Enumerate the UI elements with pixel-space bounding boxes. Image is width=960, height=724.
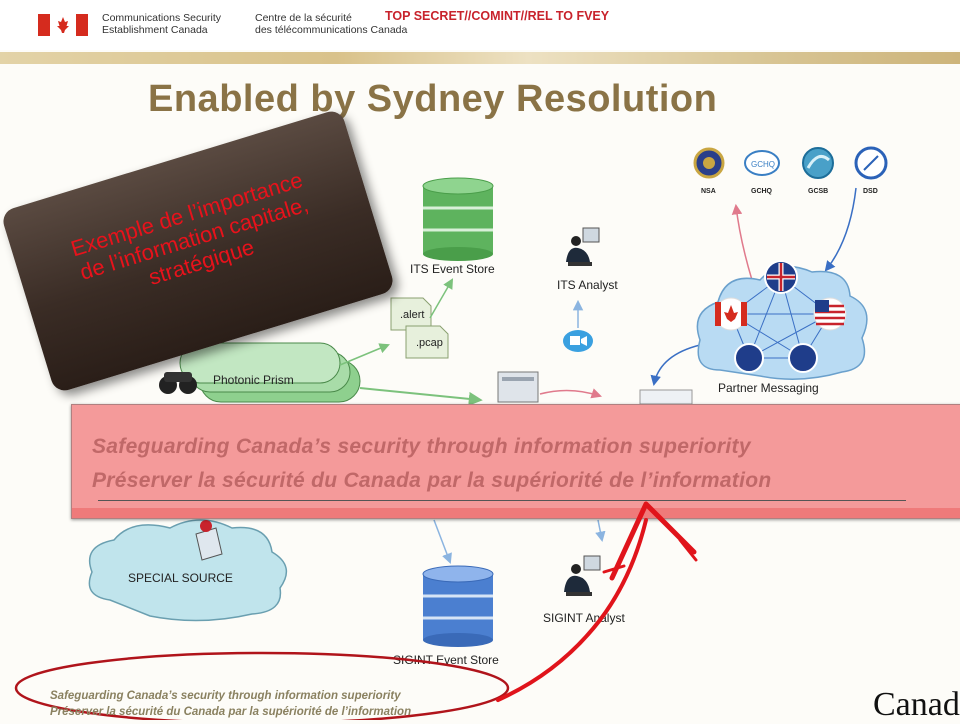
org-name-french: Centre de la sécurité des télécommunicat…: [255, 12, 408, 36]
sigint-analyst-icon: [564, 555, 601, 596]
header-bar: Communications Security Establishment Ca…: [0, 0, 960, 50]
pcap-file-icon: [405, 325, 449, 359]
its-event-store-icon: [422, 177, 494, 261]
video-call-icon: [563, 330, 593, 352]
photonic-prism-icon: [179, 342, 361, 403]
header-rule: [0, 52, 960, 64]
binoculars-icon: [159, 372, 197, 394]
special-source-device-icon: [195, 520, 223, 561]
nsa-seal-icon: [693, 147, 725, 179]
partner-gateway-icon: [639, 389, 693, 405]
slide-title: Enabled by Sydney Resolution: [148, 78, 718, 120]
gcsb-seal-icon: [802, 147, 834, 179]
file-alert-label: .alert: [400, 309, 424, 321]
sigint-event-store-label: SIGINT Event Store: [393, 653, 499, 667]
dsd-seal-icon: [854, 146, 888, 180]
footer-motto-english: Safeguarding Canada’s security through i…: [50, 690, 401, 702]
classification-marking: TOP SECRET//COMINT//REL TO FVEY: [385, 9, 610, 23]
its-analyst-icon: [566, 227, 600, 266]
partner-messaging-cloud: [696, 260, 868, 380]
central-server-icon: [497, 371, 539, 403]
canada-flag-icon: [38, 14, 88, 36]
its-analyst-label: ITS Analyst: [557, 278, 618, 292]
special-source-cloud: [88, 519, 288, 622]
zoomed-motto-banner: Safeguarding Canada’s security through i…: [71, 404, 960, 519]
banner-motto-english: Safeguarding Canada’s security through i…: [92, 435, 751, 458]
agency-nsa-label: NSA: [701, 188, 716, 195]
sigint-analyst-label: SIGINT Analyst: [543, 611, 625, 625]
file-pcap-label: .pcap: [416, 337, 443, 349]
photonic-prism-label: Photonic Prism: [213, 373, 294, 387]
org-name-english: Communications Security Establishment Ca…: [102, 12, 222, 36]
sigint-event-store-icon: [422, 565, 494, 647]
footer-motto-french: Préserver la sécurité du Canada par la s…: [50, 706, 412, 718]
svg-text:GCHQ: GCHQ: [751, 160, 775, 169]
special-source-label: SPECIAL SOURCE: [128, 571, 233, 585]
banner-rule: [98, 500, 906, 501]
banner-motto-french: Préserver la sécurité du Canada par la s…: [92, 469, 772, 492]
agency-dsd-label: DSD: [863, 188, 878, 195]
partner-messaging-label: Partner Messaging: [718, 381, 819, 395]
alert-file-icon: [390, 297, 432, 331]
agency-gcsb-label: GCSB: [808, 188, 828, 195]
canada-wordmark: Canada: [873, 686, 960, 723]
agency-gchq-label: GCHQ: [751, 188, 773, 195]
gchq-seal-icon: GCHQ: [744, 150, 780, 176]
its-event-store-label: ITS Event Store: [410, 262, 495, 276]
